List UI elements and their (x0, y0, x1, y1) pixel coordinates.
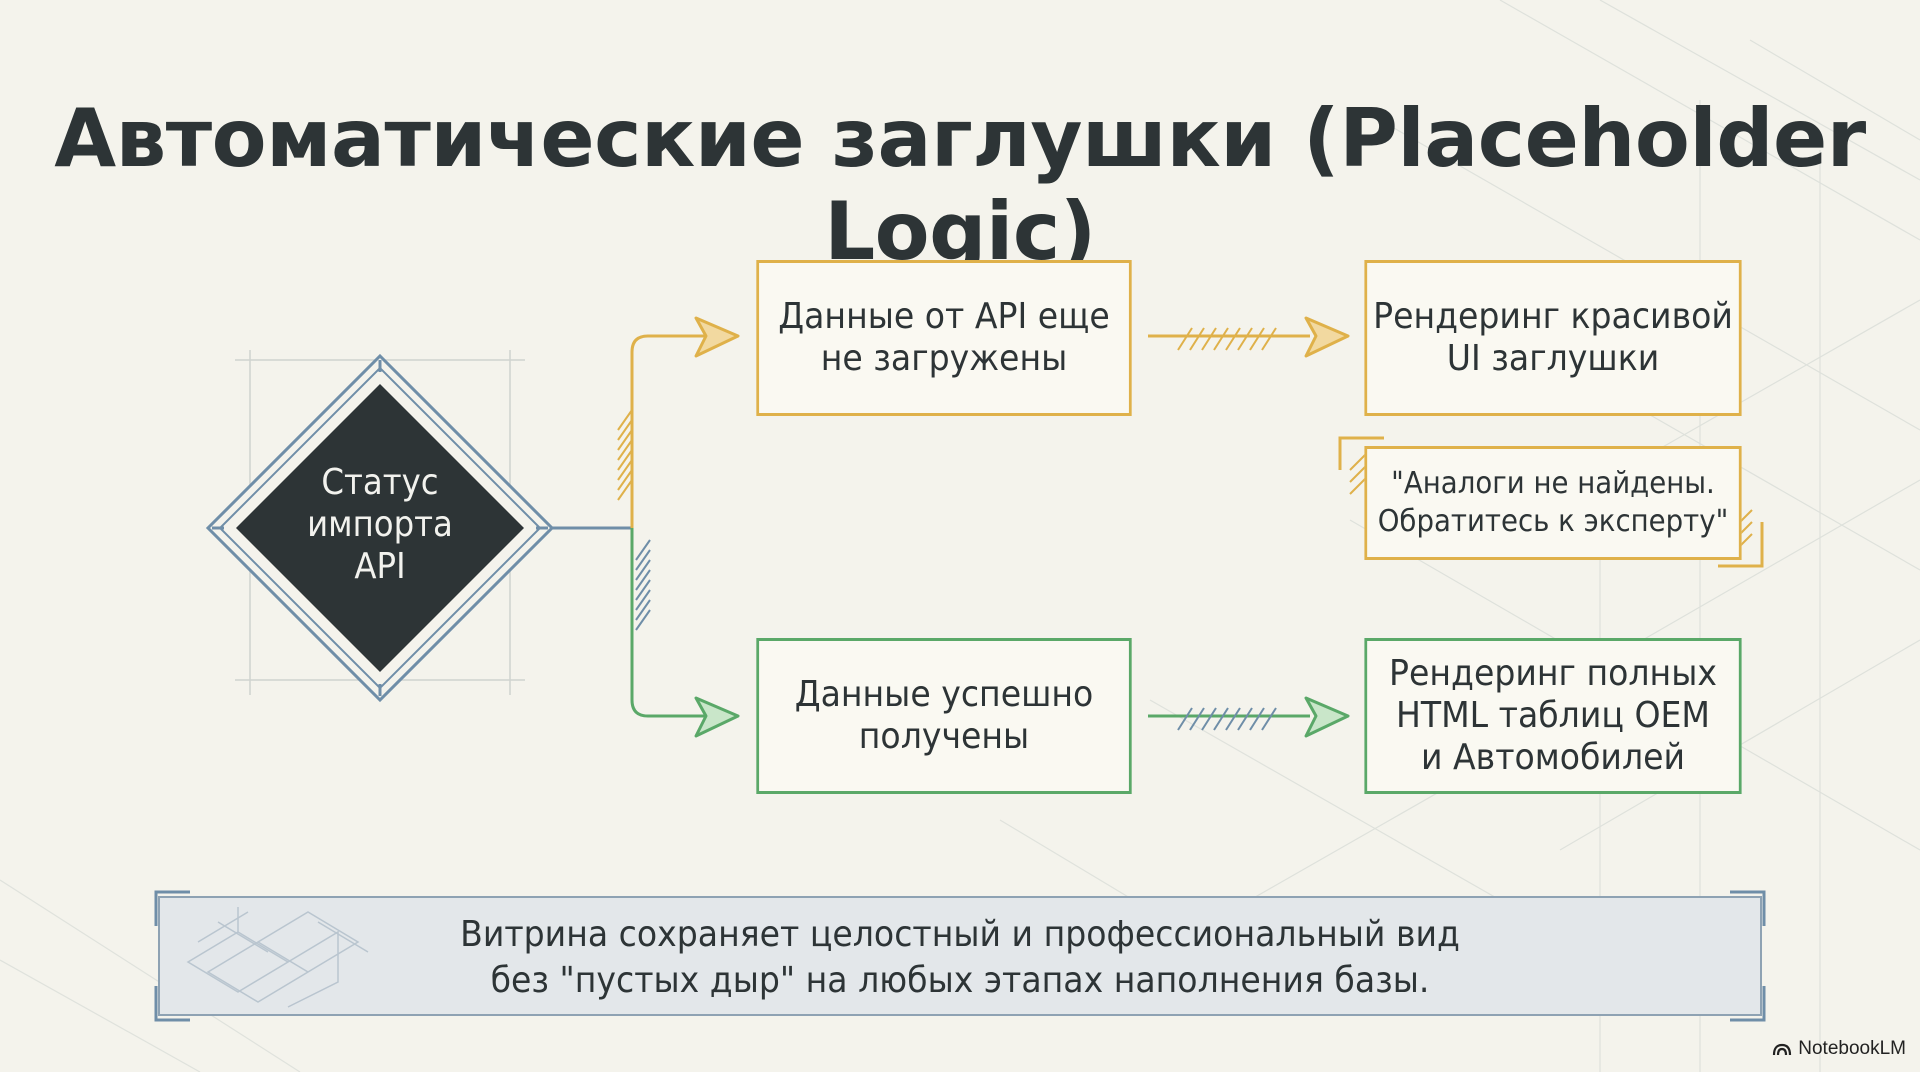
hatch-success (635, 539, 651, 631)
success-result-box: Рендеринг полных HTML таблиц OEM и Автом… (1364, 638, 1742, 794)
decision-label: Статус импорта API (307, 462, 453, 587)
connector-success (630, 528, 710, 718)
connector-pending (630, 334, 710, 528)
banner-decoration (186, 907, 369, 1008)
brand-badge: NotebookLM (1772, 1038, 1906, 1060)
arrow-success-result (1304, 696, 1350, 738)
notebooklm-logo-icon (1773, 1043, 1792, 1056)
pending-result-box: Рендеринг красивой UI заглушки (1364, 260, 1742, 416)
decision-diamond (205, 353, 555, 703)
footer-corners (154, 890, 1766, 1022)
arrow-success-step (694, 696, 740, 738)
summary-banner: Витрина сохраняет целостный и профессион… (158, 896, 1762, 1016)
hatch-pending (617, 409, 633, 501)
success-step-box: Данные успешно получены (756, 638, 1132, 794)
arrow-pending-result (1304, 316, 1350, 358)
pending-step-box: Данные от API еще не загружены (756, 260, 1132, 416)
note-corners (1338, 436, 1764, 568)
placeholder-message-box: "Аналоги не найдены. Обратитесь к экспер… (1364, 446, 1742, 560)
arrow-pending-step (694, 316, 740, 358)
brand-name: NotebookLM (1798, 1038, 1906, 1059)
summary-text: Витрина сохраняет целостный и профессион… (460, 914, 1460, 1001)
